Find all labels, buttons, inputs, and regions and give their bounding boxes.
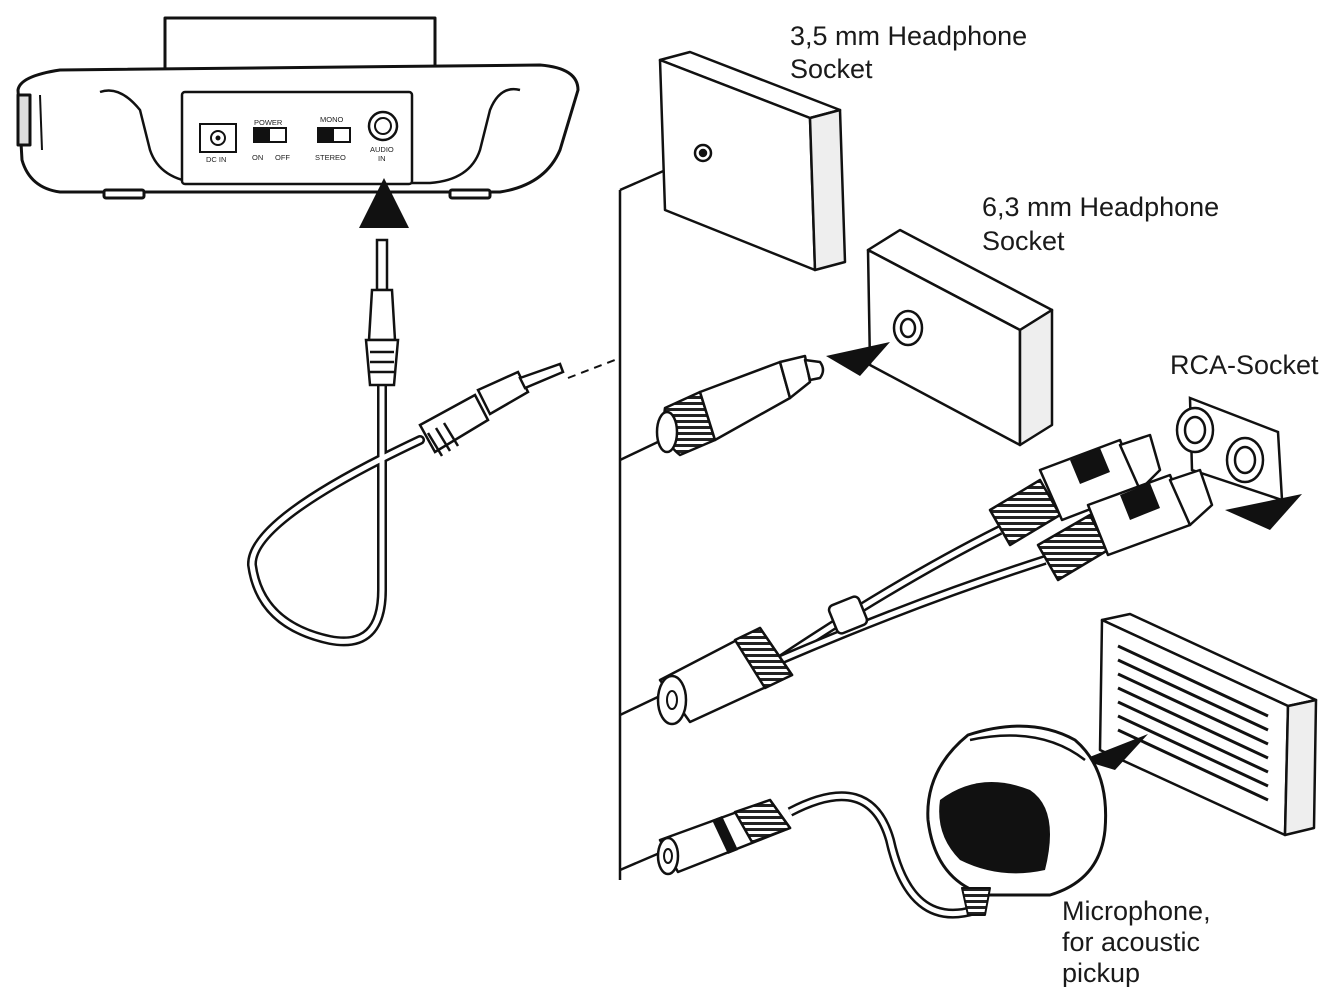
grille-lines bbox=[1117, 644, 1269, 802]
microphone bbox=[619, 724, 1108, 919]
audio-label: AUDIO bbox=[370, 145, 394, 154]
mono-label: MONO bbox=[320, 115, 343, 124]
label-microphone-line2: for acoustic bbox=[1062, 927, 1200, 957]
adapter-63mm bbox=[619, 354, 825, 462]
arrow-up-icon bbox=[359, 178, 409, 228]
label-63mm-socket-line1: 6,3 mm Headphone bbox=[982, 192, 1219, 222]
in-label: IN bbox=[378, 154, 386, 163]
arrow-left-icon bbox=[826, 342, 890, 376]
arrow-rca-icon bbox=[1225, 494, 1302, 530]
label-35mm-socket-line1: 3,5 mm Headphone bbox=[790, 21, 1027, 51]
label-63mm-socket-line2: Socket bbox=[982, 226, 1065, 256]
stereo-cable bbox=[247, 375, 425, 647]
jack-plug-top bbox=[364, 238, 400, 387]
rca-socket bbox=[1175, 396, 1284, 502]
on-label: ON bbox=[252, 153, 263, 162]
power-label: POWER bbox=[254, 118, 283, 127]
label-microphone-line1: Microphone, bbox=[1062, 896, 1211, 926]
speaker-grille bbox=[1098, 612, 1318, 837]
adapter-board bbox=[618, 153, 701, 880]
jack-plug-side bbox=[418, 362, 565, 457]
socket-63mm bbox=[866, 228, 1054, 447]
socket-35mm bbox=[658, 50, 847, 272]
dc-in-label: DC IN bbox=[206, 155, 226, 164]
label-microphone-line3: pickup bbox=[1062, 958, 1140, 987]
arrow-speaker-icon bbox=[1082, 734, 1148, 770]
rear-panel-controls bbox=[199, 110, 399, 153]
base-station bbox=[16, 16, 580, 200]
rca-adapter bbox=[619, 433, 1214, 726]
label-35mm-socket-line2: Socket bbox=[790, 54, 873, 84]
off-label: OFF bbox=[275, 153, 290, 162]
stereo-label: STEREO bbox=[315, 153, 346, 162]
guide-line-jack bbox=[567, 357, 621, 379]
label-rca-socket: RCA-Socket bbox=[1170, 350, 1319, 380]
